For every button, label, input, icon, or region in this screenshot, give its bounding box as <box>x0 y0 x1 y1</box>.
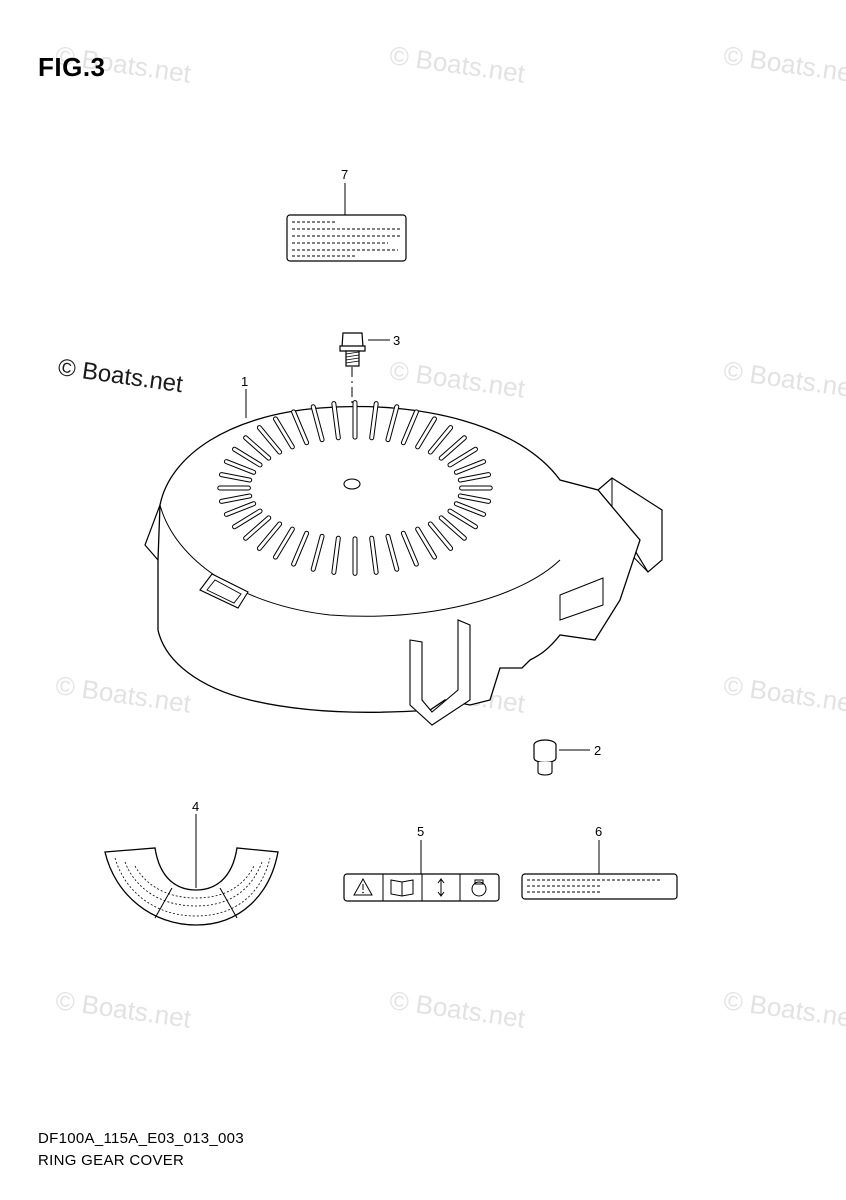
warning-label-part[interactable] <box>343 840 500 902</box>
vent-slot-inner <box>416 417 436 449</box>
bolt-part[interactable] <box>339 332 390 482</box>
figure-caption: RING GEAR COVER <box>38 1152 185 1169</box>
vent-slot-inner <box>224 460 256 474</box>
figure-code: DF100A_115A_E03_013_003 <box>38 1130 244 1147</box>
cap-icon <box>471 879 487 897</box>
vent-slot-inner <box>416 527 436 559</box>
vent-slot-inner <box>219 473 252 482</box>
vent-slot-inner <box>386 405 399 442</box>
vent-slot-inner <box>401 410 418 445</box>
callout-2: 2 <box>594 743 601 758</box>
vent-slot-inner <box>458 473 491 482</box>
vent-slot-inner <box>332 402 340 440</box>
vent-slot-inner <box>257 426 282 454</box>
vent-slot-inner <box>244 516 271 540</box>
vent-slot-inner <box>311 405 324 442</box>
figure-title: FIG.3 <box>38 52 106 82</box>
vent-slot-inner <box>428 426 453 454</box>
warning-triangle-icon <box>353 877 373 896</box>
vent-slots <box>217 400 493 576</box>
vent-slot-inner <box>428 522 453 550</box>
vent-slot-inner <box>224 502 256 516</box>
vent-slot-inner <box>401 531 418 566</box>
vent-slot-inner <box>244 436 271 460</box>
caution-label-part[interactable] <box>521 840 678 900</box>
vent-slot-inner <box>233 509 262 529</box>
vent-slot-inner <box>370 402 378 440</box>
vent-slot-inner <box>370 536 378 574</box>
callout-6: 6 <box>595 824 602 839</box>
vent-slot-inner <box>257 522 282 550</box>
vent-slot-inner <box>439 436 466 460</box>
vent-slot-inner <box>274 417 294 449</box>
vent-slot-inner <box>448 509 477 529</box>
vent-slot-inner <box>439 516 466 540</box>
grommet-part[interactable] <box>533 739 590 776</box>
vent-slot-inner <box>292 410 309 445</box>
vent-slot-inner <box>458 494 491 503</box>
vent-slot-inner <box>311 534 324 571</box>
vent-slot-inner <box>454 502 486 516</box>
vent-slot-inner <box>233 447 262 467</box>
ring-gear-cover-part[interactable] <box>144 389 663 726</box>
vent-slot-inner <box>332 536 340 574</box>
vent-slot-inner <box>386 534 399 571</box>
vent-slot-inner <box>292 531 309 566</box>
callout-1: 1 <box>241 374 248 389</box>
vent-slot-inner <box>219 494 252 503</box>
heat-shield-part[interactable] <box>104 814 279 926</box>
arrow-updown-icon <box>437 878 445 897</box>
callout-5: 5 <box>417 824 424 839</box>
vent-slot-inner <box>448 447 477 467</box>
instruction-label-part[interactable] <box>286 183 407 262</box>
callout-4: 4 <box>192 799 199 814</box>
callout-3: 3 <box>393 333 400 348</box>
manual-book-icon <box>390 879 414 897</box>
vent-slot-inner <box>454 460 486 474</box>
callout-7: 7 <box>341 167 348 182</box>
vent-slot-inner <box>274 527 294 559</box>
